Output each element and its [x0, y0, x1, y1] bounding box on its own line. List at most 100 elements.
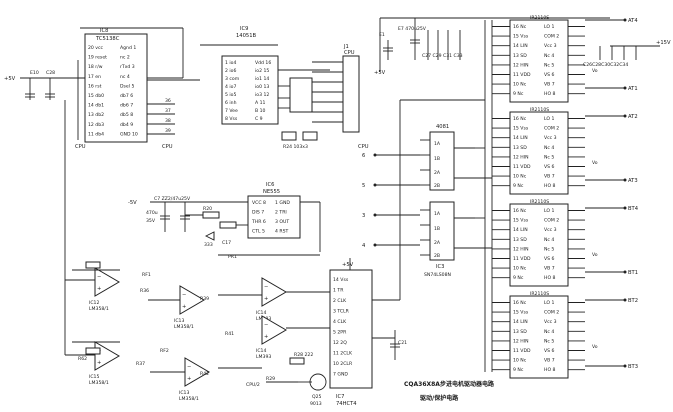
driver-pin-right: VB 7	[544, 82, 555, 88]
driver-pin-right: Vcc 3	[544, 227, 557, 233]
svg-text:1B: 1B	[434, 156, 440, 162]
374-label: IC7	[336, 394, 344, 400]
driver-pin-left: 15 Vss	[513, 310, 529, 316]
rail-label-5v-right: +5V	[374, 70, 386, 76]
driver-pin-right: COM 2	[544, 310, 559, 316]
svg-text:37: 37	[165, 108, 171, 114]
driver-pin-left: 15 Vss	[513, 126, 529, 132]
resistor-network: R24 103x3	[278, 69, 330, 150]
ic8-pin-right: db5 8	[120, 112, 133, 118]
driver-pin-left: 9 Nc	[513, 183, 524, 189]
title-block: CQA36X8A步进电机驱动器电路 驱动/保护电路	[404, 380, 495, 402]
title-line1: CQA36X8A步进电机驱动器电路	[404, 380, 495, 388]
driver-pin-right: VS 6	[544, 348, 555, 354]
driver-pin-left: 14 LIN	[513, 319, 528, 325]
output-label: AT2	[628, 114, 638, 120]
opamp-minus: −	[264, 322, 268, 328]
svg-text:E7 470u25V: E7 470u25V	[398, 26, 427, 32]
vo-label: Vo	[592, 68, 598, 74]
bus-cpu-label: CPU	[358, 144, 369, 150]
ic9-pin-left: 5 io5	[225, 92, 236, 98]
driver-pin-left: 10 Nc	[513, 174, 527, 180]
output-label: BT3	[628, 364, 638, 370]
rail-label-5v: +5V	[4, 76, 16, 82]
ne555-pin: 3 OUT	[275, 219, 289, 225]
ic8-pin-left: 15 db0	[88, 93, 104, 99]
driver-pin-left: 16 Nc	[513, 208, 527, 214]
ic-8279: IC8 TC5138C	[84, 28, 148, 143]
ic9-pin-left: 1 io4	[225, 60, 236, 66]
driver-name: IR2110S	[530, 15, 549, 21]
driver-name: IR2110S	[530, 199, 549, 205]
driver-pin-right: VB 7	[544, 358, 555, 364]
driver-pin-left: 14 LIN	[513, 135, 528, 141]
opamp-label: IC13	[174, 318, 184, 324]
svg-text:PR1: PR1	[228, 254, 237, 260]
c21: C21	[372, 290, 407, 360]
374-part: 74HCT4	[336, 401, 357, 407]
logic-block-1: 1A 1B 2A 2B 4081	[420, 124, 475, 191]
ic8-pin-right: db6 7	[120, 103, 133, 109]
svg-text:R41: R41	[225, 331, 234, 337]
ic374-pin: 11 2CLK	[333, 351, 353, 357]
svg-text:470u: 470u	[146, 210, 158, 216]
svg-text:1B: 1B	[434, 226, 440, 232]
driver-pin-right: HO 8	[544, 91, 556, 97]
svg-text:R29: R29	[266, 376, 275, 382]
driver-pin-left: 12 HIN	[513, 246, 529, 252]
svg-text:R42: R42	[200, 371, 209, 377]
driver-pin-right: LO 1	[544, 116, 554, 122]
svg-text:R36: R36	[140, 288, 149, 294]
vo-label: Vo	[592, 252, 598, 258]
ic9-name: 14051B	[236, 33, 257, 39]
ic9-pin-right: B 10	[255, 108, 266, 114]
gate1-name: 4081	[436, 124, 449, 130]
output-label: AT4	[628, 18, 638, 24]
driver-pin-right: VS 6	[544, 164, 555, 170]
gate-part: SN74LS08N	[424, 272, 451, 278]
output-label: AT1	[628, 86, 638, 92]
svg-text:5: 5	[362, 183, 365, 189]
opamp-minus: −	[264, 284, 268, 290]
svg-text:35V: 35V	[146, 218, 156, 224]
driver-pin-right: Nc 5	[544, 62, 554, 68]
opamp-plus: +	[264, 334, 268, 340]
driver-pin-left: 13 SD	[513, 145, 527, 151]
logic-block-2: 1A 1B 2A 2B IC3 SN74LS08N	[420, 201, 475, 278]
svg-text:R20: R20	[203, 206, 212, 212]
svg-text:C26C28C30C32C34: C26C28C30C32C34	[583, 62, 628, 68]
opamp-minus: −	[187, 364, 191, 370]
ic374-pin: 5 2PR	[333, 330, 347, 336]
driver-pin-left: 16 Nc	[513, 300, 527, 306]
ic9-pin-left: 7 Vee	[225, 108, 238, 114]
555-name: NE555	[263, 189, 280, 195]
opamp-plus: +	[187, 376, 191, 382]
driver-name: IR2110S	[530, 291, 549, 297]
opamp-plus: +	[97, 360, 101, 366]
svg-text:39: 39	[165, 128, 171, 134]
svg-text:9013: 9013	[310, 401, 322, 407]
555-label: IC6	[266, 182, 274, 188]
driver-pin-right: Nc 5	[544, 246, 554, 252]
driver-pin-right: COM 2	[544, 126, 559, 132]
ic9-pin-left: 3 com	[225, 76, 240, 82]
svg-text:1A: 1A	[434, 211, 441, 217]
driver-pin-right: Nc 5	[544, 154, 554, 160]
driver-pin-left: 16 Nc	[513, 24, 527, 30]
driver-name: IR2110S	[530, 107, 549, 113]
svg-text:Q25: Q25	[312, 394, 322, 400]
driver-pin-right: Vcc 3	[544, 43, 557, 49]
driver-pin-left: 11 VDD	[513, 256, 531, 262]
driver-pin-left: 12 HIN	[513, 338, 529, 344]
driver-pin-left: 10 Nc	[513, 358, 527, 364]
driver-pin-left: 15 Vss	[513, 34, 529, 40]
svg-text:1A: 1A	[434, 141, 441, 147]
driver-pin-left: 12 HIN	[513, 62, 529, 68]
driver-pin-left: 10 Nc	[513, 82, 527, 88]
